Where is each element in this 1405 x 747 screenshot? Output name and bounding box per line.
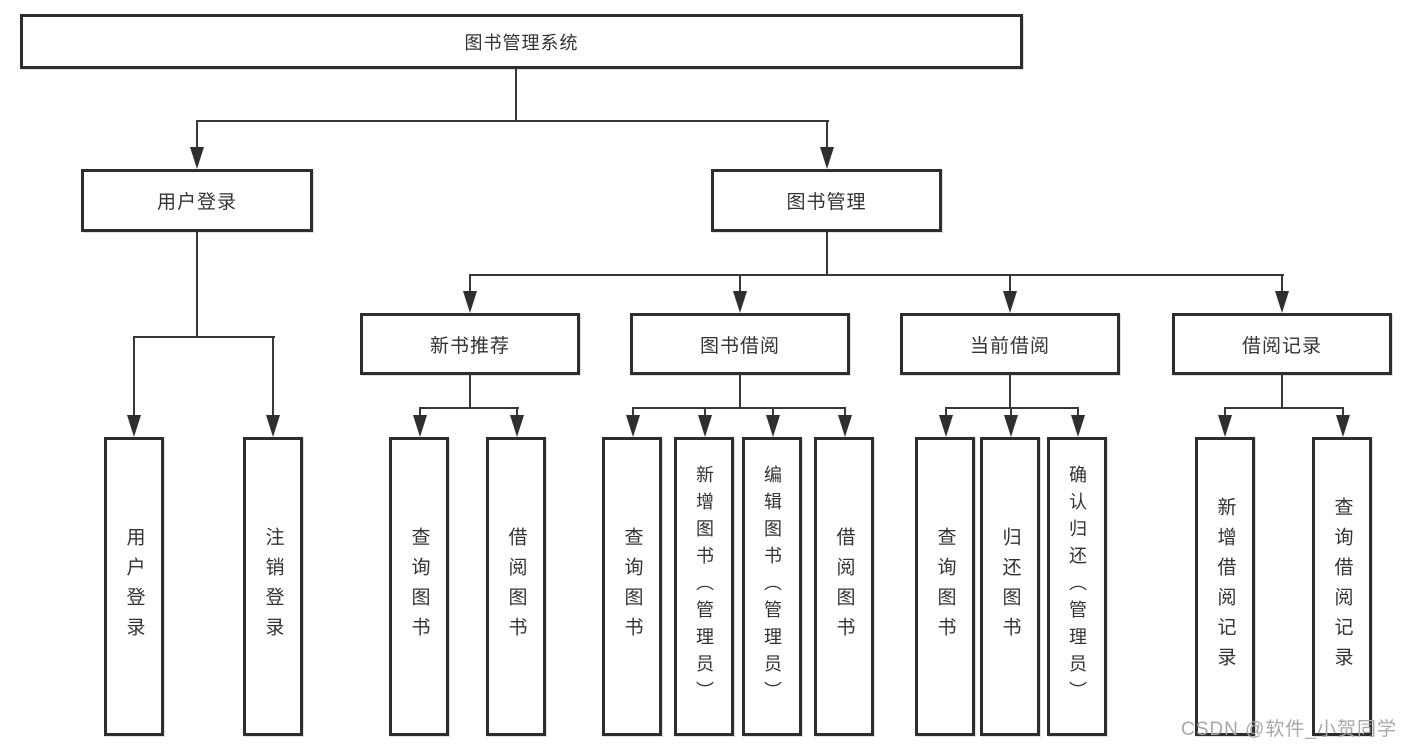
leaf-label: 借阅图书: [833, 526, 855, 647]
connector-drop-book-mgmt: [826, 120, 828, 151]
connector-borrow-records-stem: [1281, 375, 1283, 409]
connector-drop-borrow-records: [1281, 274, 1283, 293]
leaf-cb-query-book: 查询图书: [915, 437, 975, 736]
connector-drop: [1010, 407, 1012, 417]
connector-user-login-stem: [196, 232, 198, 338]
arrow-down-icon: [1003, 415, 1018, 437]
leaf-br-add-record: 新增借阅记录: [1195, 437, 1255, 736]
connector-book-borrow-stem: [739, 375, 741, 409]
leaf-label: 编辑图书（管理员）: [762, 465, 782, 708]
arrow-down-icon: [126, 415, 141, 437]
leaf-cb-confirm-return-admin: 确认归还（管理员）: [1047, 437, 1107, 736]
arrow-down-icon: [1335, 415, 1350, 437]
leaf-label: 确认归还（管理员）: [1067, 465, 1087, 708]
arrow-down-icon: [1070, 415, 1085, 437]
leaf-label: 注销登录: [262, 526, 284, 647]
leaf-br-query-record: 查询借阅记录: [1312, 437, 1372, 736]
node-book-management: 图书管理: [711, 169, 942, 232]
leaf-label: 用户登录: [123, 526, 145, 647]
connector-new-book-rec-stem: [469, 375, 471, 409]
node-borrowing-records: 借阅记录: [1172, 313, 1392, 375]
leaf-nbr-borrow-book: 借阅图书: [486, 437, 546, 736]
connector-drop: [419, 407, 421, 417]
connector-drop: [1224, 407, 1226, 417]
connector-drop: [632, 407, 634, 417]
leaf-user-login: 用户登录: [104, 437, 164, 736]
arrow-down-icon: [412, 415, 427, 437]
leaf-label: 查询图书: [934, 526, 956, 647]
arrow-down-icon: [189, 147, 204, 169]
arrow-down-icon: [265, 415, 280, 437]
arrow-down-icon: [1274, 291, 1289, 313]
leaf-bb-borrow-book: 借阅图书: [814, 437, 874, 736]
leaf-label: 新增借阅记录: [1214, 496, 1236, 677]
connector-drop-leaf-logout: [272, 336, 274, 417]
connector-drop-new-book-rec: [469, 274, 471, 293]
connector-drop-current-borrow: [1009, 274, 1011, 293]
leaf-bb-edit-book-admin: 编辑图书（管理员）: [742, 437, 802, 736]
arrow-down-icon: [625, 415, 640, 437]
arrow-down-icon: [837, 415, 852, 437]
connector-borrow-records-branch: [1224, 407, 1344, 409]
connector-drop: [844, 407, 846, 417]
arrow-down-icon: [1002, 291, 1017, 313]
arrow-down-icon: [732, 291, 747, 313]
connector-drop-leaf-user-login: [133, 336, 135, 417]
arrow-down-icon: [697, 415, 712, 437]
connector-root-stem: [515, 69, 517, 122]
node-book-borrowing: 图书借阅: [630, 313, 850, 375]
leaf-cb-return-book: 归还图书: [980, 437, 1040, 736]
connector-drop: [516, 407, 518, 417]
connector-drop: [772, 407, 774, 417]
leaf-label: 查询图书: [408, 526, 430, 647]
connector-root-branch: [196, 120, 829, 122]
connector-new-book-rec-branch: [419, 407, 519, 409]
connector-book-mgmt-stem: [826, 232, 828, 276]
node-current-borrowing: 当前借阅: [900, 313, 1120, 375]
connector-drop: [945, 407, 947, 417]
arrow-down-icon: [938, 415, 953, 437]
connector-book-borrow-branch: [632, 407, 846, 409]
csdn-watermark: CSDN @软件_小贺同学: [1181, 719, 1397, 740]
node-user-login: 用户登录: [81, 169, 313, 232]
leaf-label: 归还图书: [999, 526, 1021, 647]
leaf-label: 查询图书: [621, 526, 643, 647]
leaf-nbr-query-book: 查询图书: [389, 437, 449, 736]
node-root-library-management-system: 图书管理系统: [20, 14, 1023, 69]
connector-current-borrow-branch: [945, 407, 1079, 409]
connector-drop-book-borrow: [739, 274, 741, 293]
connector-book-mgmt-branch: [469, 274, 1284, 276]
leaf-label: 新增图书（管理员）: [694, 465, 714, 708]
connector-drop: [704, 407, 706, 417]
connector-drop: [1342, 407, 1344, 417]
leaf-bb-query-book: 查询图书: [602, 437, 662, 736]
node-new-book-recommendation: 新书推荐: [360, 313, 580, 375]
connector-drop: [1077, 407, 1079, 417]
leaf-label: 查询借阅记录: [1331, 496, 1353, 677]
connector-user-login-branch: [133, 336, 275, 338]
arrow-down-icon: [509, 415, 524, 437]
leaf-label: 借阅图书: [505, 526, 527, 647]
arrow-down-icon: [462, 291, 477, 313]
connector-drop-user-login: [196, 120, 198, 151]
leaf-bb-add-book-admin: 新增图书（管理员）: [674, 437, 734, 736]
leaf-logout: 注销登录: [243, 437, 303, 736]
connector-current-borrow-stem: [1009, 375, 1011, 409]
arrow-down-icon: [819, 147, 834, 169]
arrow-down-icon: [1217, 415, 1232, 437]
arrow-down-icon: [765, 415, 780, 437]
